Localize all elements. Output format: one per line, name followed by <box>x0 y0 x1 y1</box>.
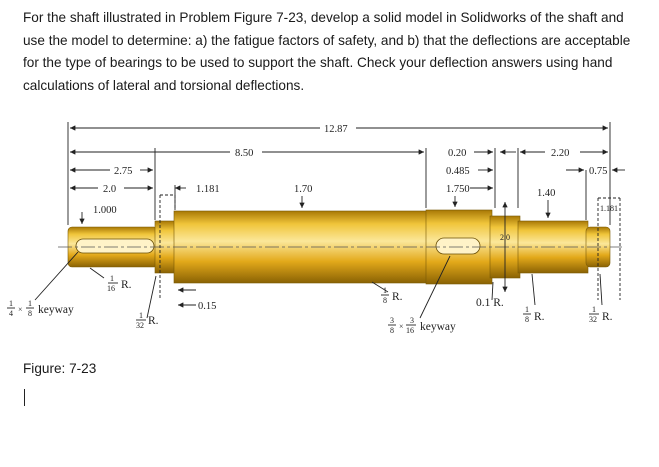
dim-0-485: 0.485 <box>446 166 470 177</box>
svg-text:×: × <box>18 305 23 314</box>
dim-2-75: 2.75 <box>114 166 132 177</box>
svg-text:1: 1 <box>525 305 529 314</box>
leader-lines <box>34 251 603 319</box>
note-r-1-8-mid: 1 8 R. <box>381 286 403 305</box>
svg-text:R.: R. <box>148 315 159 327</box>
svg-text:1: 1 <box>592 305 596 314</box>
svg-text:16: 16 <box>406 326 414 335</box>
note-r-1-16: 1 16 R. <box>107 274 132 293</box>
dim-1-750: 1.750 <box>446 184 470 195</box>
svg-text:×: × <box>399 322 404 331</box>
keyway-slot-left <box>75 238 155 254</box>
dim-1-000: 1.000 <box>93 205 117 216</box>
svg-text:32: 32 <box>589 315 597 324</box>
dim-0-20: 0.20 <box>448 148 466 159</box>
note-keyway-left: 1 4 × 1 8 keyway <box>7 299 74 318</box>
text-cursor <box>24 389 25 406</box>
svg-text:1: 1 <box>383 286 387 295</box>
dim-2-0: 2.0 <box>103 184 116 195</box>
svg-text:8: 8 <box>28 309 32 318</box>
note-r-0-1: 0.1 R. <box>476 297 504 309</box>
svg-text:R.: R. <box>392 291 403 303</box>
keyway-slot-mid <box>435 237 481 255</box>
svg-text:8: 8 <box>525 315 529 324</box>
keyway-label-left: keyway <box>38 304 74 316</box>
svg-text:1: 1 <box>139 311 143 320</box>
svg-text:R.: R. <box>121 279 132 291</box>
note-keyway-mid: 3 8 × 3 16 keyway <box>388 316 456 335</box>
dim-0-15: 0.15 <box>198 301 216 312</box>
dimension-lines <box>70 125 625 308</box>
figure-caption: Figure: 7-23 <box>23 361 97 376</box>
dim-1-40: 1.40 <box>537 188 555 199</box>
dim-2-0-groove: 2.0 <box>500 233 510 242</box>
dim-1-70: 1.70 <box>294 184 312 195</box>
note-r-1-8-right: 1 8 R. <box>523 305 545 324</box>
dim-2-20: 2.20 <box>551 148 569 159</box>
svg-text:1: 1 <box>9 299 13 308</box>
svg-text:8: 8 <box>383 296 387 305</box>
svg-text:R.: R. <box>534 311 545 323</box>
svg-text:3: 3 <box>410 316 414 325</box>
dim-0-75: 0.75 <box>589 166 607 177</box>
extension-lines <box>67 122 611 225</box>
dim-8-50: 8.50 <box>235 148 253 159</box>
keyway-label-mid: keyway <box>420 321 456 333</box>
svg-text:1: 1 <box>110 274 114 283</box>
svg-text:3: 3 <box>390 316 394 325</box>
svg-text:1: 1 <box>28 299 32 308</box>
note-r-1-32-left: 1 32 R. <box>136 311 159 330</box>
problem-statement: For the shaft illustrated in Problem Fig… <box>23 10 631 93</box>
svg-text:4: 4 <box>9 309 13 318</box>
dim-1-181: 1.181 <box>196 184 220 195</box>
bracket-dashes <box>159 194 621 300</box>
dim-overall: 12.87 <box>324 124 348 135</box>
svg-text:32: 32 <box>136 321 144 330</box>
dim-1-181-right: 1.181 <box>600 204 618 213</box>
svg-text:R.: R. <box>602 311 613 323</box>
svg-text:16: 16 <box>107 284 115 293</box>
svg-text:8: 8 <box>390 326 394 335</box>
note-r-1-32-right: 1 32 R. <box>589 305 613 324</box>
